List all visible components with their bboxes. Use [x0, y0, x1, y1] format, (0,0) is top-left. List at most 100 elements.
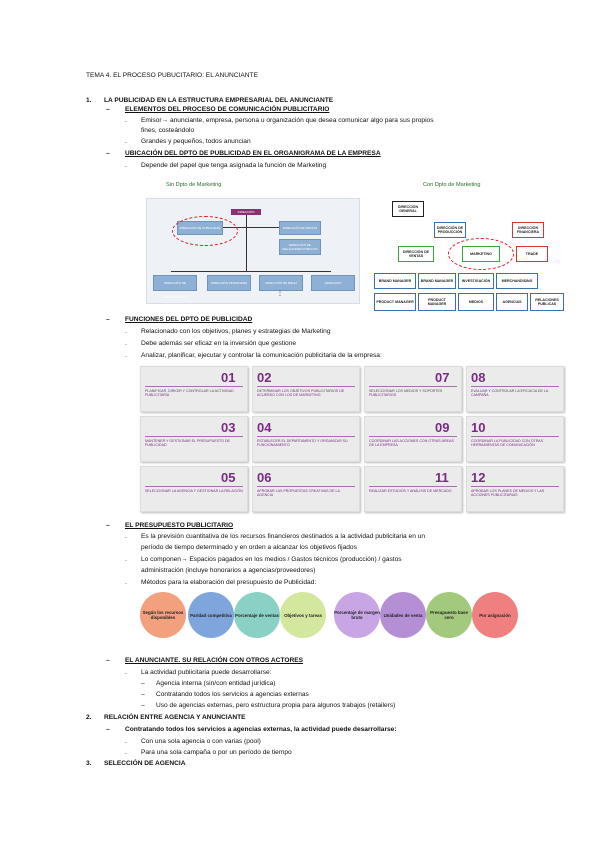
method-circle: Según los recursos disponibles: [140, 592, 186, 638]
anunciante-item: Agencia interna (sin/con entidad jurídic…: [156, 680, 276, 687]
function-card-number: 02: [257, 370, 272, 385]
section-1-heading: LA PUBLICIDAD EN LA ESTRUCTURA EMPRESARI…: [104, 97, 334, 104]
function-card-text: EVALUAR Y CONTROLAR LA EFICACIA DE LA CA…: [471, 389, 549, 398]
funciones-item: Debe además ser eficaz en la inversión q…: [141, 340, 297, 347]
section-2-item: Contratando todos los servicios a agenci…: [125, 726, 397, 733]
dot-bullet: .: [125, 556, 127, 563]
function-card-divider: [257, 486, 355, 487]
presupuesto-heading: EL PRESUPUESTO PUBLICITARIO: [125, 522, 234, 529]
org-right-ventas: DIRECCIÓN DE VENTAS: [398, 246, 434, 262]
section-2-number: 2.: [86, 714, 92, 721]
org-right-brand-1: BRAND MANAGER: [374, 273, 416, 289]
org-node-ventas: DIRECCIÓN DE VENTAS: [279, 221, 321, 235]
funciones-item: Relacionado con los objetivos, planes y …: [141, 328, 331, 335]
org-right-medios: MEDIOS: [458, 293, 494, 311]
org-right-brand-2: BRAND MANAGER: [418, 273, 456, 289]
dot-bullet: .: [125, 328, 127, 335]
function-card-divider: [369, 386, 457, 387]
function-card-text: COORDINAR LA PUBLICIDAD CON OTRAS HERRAM…: [471, 439, 544, 448]
function-card-number: 03: [221, 420, 236, 435]
method-circle: Unidades de venta: [380, 592, 426, 638]
elementos-item: Grandes y pequeños, todos anuncian: [141, 138, 251, 145]
function-card-number: 05: [221, 470, 236, 485]
org-node-produccion: DIRECCIÓN DE PRODUCCIÓN: [153, 275, 197, 299]
dash-bullet: –: [106, 657, 110, 664]
dash-bullet: –: [141, 702, 145, 709]
section-3-number: 3.: [86, 760, 92, 767]
org-right-merchandising: MERCHANDISING: [496, 273, 538, 289]
function-card-number: 07: [435, 370, 450, 385]
funciones-item: Analizar, planificar, ejecutar y control…: [141, 352, 382, 359]
function-card-divider: [145, 436, 243, 437]
presupuesto-item: Lo componen→ Espacios pagados en los med…: [141, 556, 402, 563]
function-card-divider: [369, 436, 457, 437]
anunciante-item: La actividad publicitaria puede desarrol…: [141, 669, 272, 676]
function-card-text: APROBAR LOS PLANES DE MEDIOS Y LAS ACCIO…: [471, 489, 545, 498]
dot-bullet: .: [125, 669, 127, 676]
section-3-heading: SELECCIÓN DE AGENCIA: [104, 760, 186, 767]
highlight-ellipse: [172, 216, 238, 246]
function-card-number: 12: [471, 470, 486, 485]
org-right-trade: TRADE: [516, 246, 548, 262]
presupuesto-item: administración (incluye honorarios a age…: [141, 567, 316, 574]
dot-bullet: .: [125, 738, 127, 745]
function-card-divider: [471, 486, 559, 487]
function-card-text: SELECCIONAR LA AGENCIA Y GESTIONAR LA RE…: [145, 489, 243, 493]
function-card-number: 06: [257, 470, 272, 485]
method-circle: Porcentaje de ventas: [234, 592, 280, 638]
org-right-rrpp: RELACIONES PÚBLICAS: [530, 293, 564, 311]
org-right-direccion-general: DIRECCIÓN GENERAL: [392, 201, 424, 217]
function-card-text: REALIZAR ESTUDIOS Y ANÁLISIS DE MERCADO: [369, 489, 452, 493]
ubicacion-heading: UBICACIÓN DEL DPTO DE PUBLICIDAD EN EL O…: [125, 150, 381, 157]
function-card-divider: [145, 486, 243, 487]
org-right-financiera: DIRECCIÓN FINANCIERA: [512, 222, 544, 238]
dash-bullet: –: [141, 691, 145, 698]
org-node-rrpp: DIRECCIÓN DE RELACIONES PÚBLICAS: [279, 239, 321, 255]
dash-bullet: –: [106, 726, 110, 733]
org-right-produccion: DIRECCIÓN DE PRODUCCIÓN: [434, 222, 466, 238]
dot-bullet: .: [125, 340, 127, 347]
dot-bullet: .: [125, 579, 127, 586]
section-2-item: Con una sola agencia o con varias (pool): [141, 738, 261, 745]
function-card-divider: [145, 386, 243, 387]
anunciante-heading: EL ANUNCIANTE. SU RELACIÓN CON OTROS ACT…: [125, 657, 304, 664]
label-con-marketing: Con Dpto de Marketing: [423, 182, 481, 188]
dot-bullet: .: [125, 162, 127, 169]
section-1-number: 1.: [86, 97, 92, 104]
function-card-number: 10: [471, 420, 486, 435]
method-circle: Objetivos y tareas: [280, 592, 326, 638]
function-card-divider: [471, 386, 559, 387]
dash-bullet: –: [141, 680, 145, 687]
function-card-text: ESTABLECER EL DEPARTAMENTO Y ORGANIZAR S…: [257, 439, 348, 448]
dot-bullet: .: [125, 117, 127, 124]
elementos-item: fines, costeándolo: [141, 127, 195, 134]
function-card-divider: [369, 486, 457, 487]
function-card-text: DETERMINAR LOS OBJETIVOS PUBLICITARIOS D…: [257, 389, 345, 398]
function-card-divider: [471, 436, 559, 437]
dot-bullet: .: [125, 749, 127, 756]
function-card-number: 11: [435, 470, 449, 485]
function-card-text: SELECCIONAR LOS MEDIOS Y SOPORTES PUBLIC…: [369, 389, 443, 398]
highlight-ellipse: [448, 238, 514, 270]
dot-bullet: .: [125, 352, 127, 359]
function-card-number: 08: [471, 370, 486, 385]
method-circle: Paridad competitiva: [188, 592, 234, 638]
org-chart-without-marketing: DIRECCIÓN DIRECCIÓN DE PUBLICIDAD DIRECC…: [146, 198, 360, 304]
section-2-item: Para una sola campaña o por un período d…: [141, 749, 292, 756]
dash-bullet: –: [106, 522, 110, 529]
org-right-agencias: AGENCIAS: [496, 293, 528, 311]
page-title: TEMA 4. EL PROCESO PUBUCITARIO: EL ANUNC…: [86, 72, 258, 79]
function-card-text: PLANIFICAR, DIRIGIR Y CONTROLAR LA ACTIV…: [145, 389, 234, 398]
function-card-divider: [257, 386, 355, 387]
funciones-heading: FUNCIONES DEL DPTO DE PUBLICIDAD: [125, 316, 253, 323]
label-sin-marketing: Sin Dpto de Marketing: [166, 182, 222, 188]
dot-bullet: .: [125, 138, 127, 145]
